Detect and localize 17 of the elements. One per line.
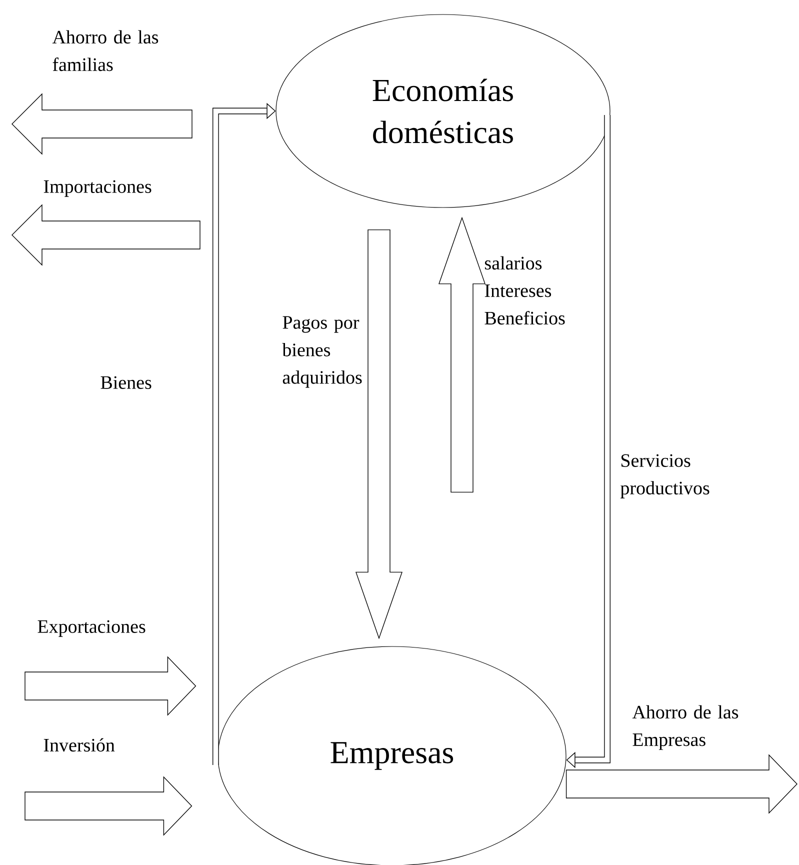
edge-label: Inversión xyxy=(44,738,115,752)
block-arrow xyxy=(566,754,798,814)
ellipse-node: Economías domésticas xyxy=(276,14,610,208)
block-arrow xyxy=(438,216,486,493)
block-arrow xyxy=(24,656,196,716)
double-line-arrow xyxy=(566,115,610,768)
edge-label: Ahorro de las Empresas xyxy=(632,705,738,750)
flow-label: Importaciones xyxy=(44,180,152,197)
block-arrow xyxy=(356,229,402,640)
double-line-arrow xyxy=(212,102,276,765)
edge-label: Pagos por bienes adquiridos xyxy=(282,316,362,388)
edge-label: Bienes xyxy=(100,376,152,389)
block-arrow xyxy=(24,776,192,836)
edge-label: Exportaciones xyxy=(38,620,146,637)
edge-label: salarios Intereses Beneficios xyxy=(484,256,565,325)
flow-label: Ahorro de las familias xyxy=(52,30,158,72)
edge-label: Servicios productivos xyxy=(620,454,710,498)
